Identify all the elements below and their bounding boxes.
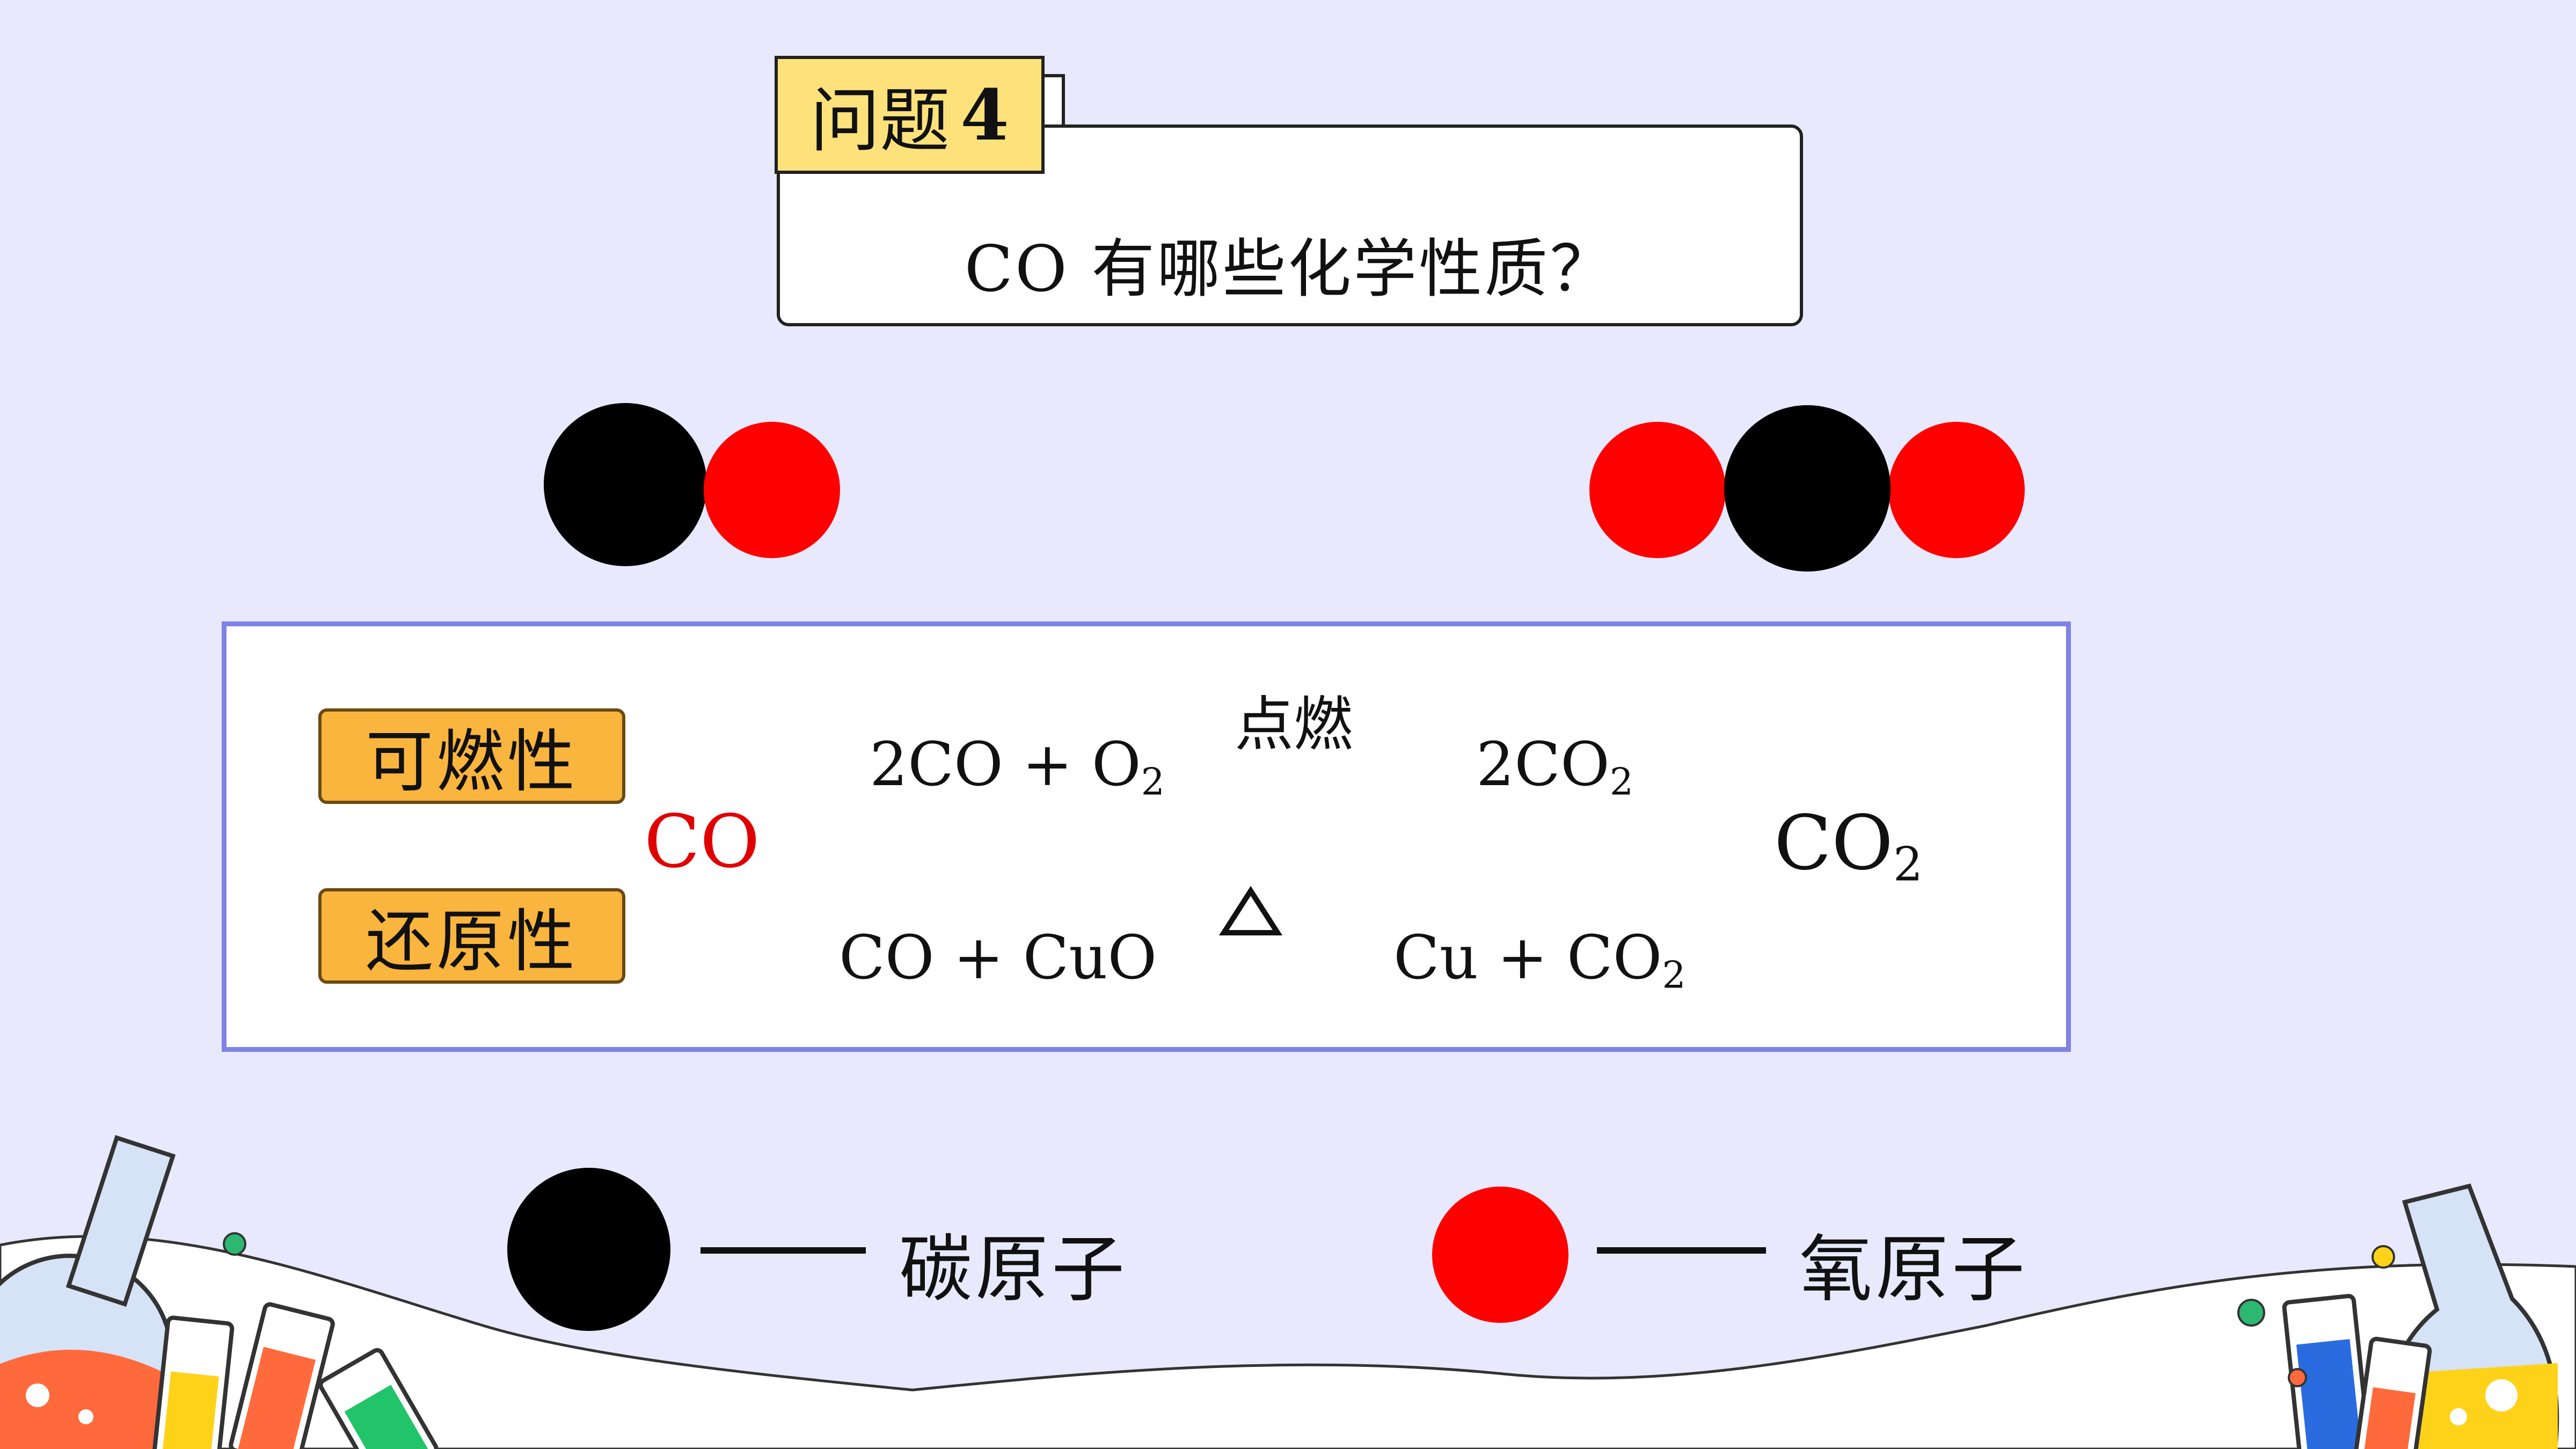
co-molecule-model (544, 403, 840, 566)
test-tubes-left-icon (152, 1302, 439, 1449)
legend-carbon-atom (507, 1168, 670, 1331)
oxygen-atom (1589, 422, 1726, 558)
reduction-reactants: CO + CuO (839, 923, 1157, 993)
co2-molecule-model (1589, 405, 2025, 572)
property-flammability: 可燃性 (318, 708, 625, 804)
legend-carbon-label: 碳原子 (899, 1227, 1128, 1312)
oxygen-atom (704, 422, 840, 558)
property-reducibility: 还原性 (318, 888, 625, 984)
test-tubes-right-icon (2282, 1294, 2432, 1449)
question-card (777, 125, 1803, 326)
product-formula: CO2 (1774, 800, 1923, 892)
bubble-decoration (2288, 1368, 2307, 1387)
bubble-decoration (2237, 1299, 2265, 1327)
bubble-decoration (2371, 1245, 2395, 1269)
combustion-reactants: 2CO + O2 (870, 730, 1165, 804)
reduction-products: Cu + CO2 (1393, 923, 1686, 997)
heat-triangle-icon (1218, 885, 1283, 935)
reactant-formula: CO (644, 800, 760, 884)
question-tag-label: 问题 (810, 80, 950, 162)
question-number: 4 (960, 74, 1009, 156)
legend-oxygen-label: 氧原子 (1799, 1227, 2028, 1312)
oxygen-atom (1888, 422, 2025, 558)
combustion-condition: 点燃 (1235, 690, 1353, 759)
bubble-decoration (223, 1232, 246, 1256)
combustion-products: 2CO2 (1476, 730, 1633, 804)
carbon-atom (1724, 405, 1891, 572)
bottom-wave-decoration (0, 1235, 2576, 1449)
carbon-atom (544, 403, 707, 566)
legend-oxygen-atom (1432, 1187, 1568, 1323)
question-text: CO 有哪些化学性质？ (964, 231, 1616, 306)
flask-left-icon (0, 1135, 176, 1449)
